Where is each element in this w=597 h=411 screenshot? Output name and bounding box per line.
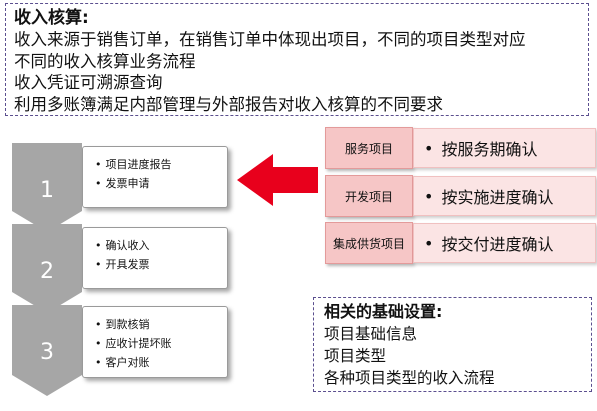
panel-line: 不同的收入核算业务流程 — [14, 51, 196, 71]
project-type-label-dev: 开发项目 — [325, 175, 413, 217]
desc-text: 按实施进度确认 — [441, 188, 554, 207]
step-item: 确认收入 — [95, 236, 227, 255]
step-item: 客户对账 — [95, 353, 227, 372]
panel-line: 收入凭证可溯源查询 — [14, 73, 163, 92]
step-chevron-2 — [12, 224, 82, 313]
step-number-3: 3 — [40, 340, 54, 365]
project-type-desc-service: • 按服务期确认 — [413, 128, 596, 168]
settings-line: 项目类型 — [324, 347, 387, 365]
bullet: • — [424, 186, 434, 206]
step-item: 应收计提坏账 — [95, 334, 227, 353]
basic-settings-panel: 相关的基础设置: 项目基础信息 项目类型 各种项目类型的收入流程 — [313, 297, 592, 392]
step-card-1: 项目进度报告 发票申请 — [82, 146, 228, 208]
project-type-label-service: 服务项目 — [325, 127, 413, 169]
settings-line: 项目基础信息 — [324, 325, 418, 343]
panel-title: 收入核算: — [14, 8, 89, 28]
step-item: 发票申请 — [95, 174, 227, 193]
revenue-accounting-panel: 收入核算: 收入来源于销售订单，在销售订单中体现出项目，不同的项目类型对应 不同… — [5, 3, 589, 116]
panel-line: 利用多账簿满足内部管理与外部报告对收入核算的不同要求 — [14, 94, 443, 114]
step-chevron-1 — [12, 143, 82, 232]
project-type-desc-integration: • 按交付进度确认 — [413, 223, 596, 263]
red-arrow-icon — [237, 154, 318, 206]
step-chevron-3 — [12, 305, 82, 396]
step-card-2: 确认收入 开具发票 — [82, 227, 228, 289]
desc-text: 按交付进度确认 — [441, 235, 554, 254]
settings-title: 相关的基础设置: — [324, 302, 443, 321]
project-type-desc-dev: • 按实施进度确认 — [413, 176, 596, 216]
step-number-1: 1 — [40, 178, 54, 203]
step-item: 到款核销 — [95, 315, 227, 334]
step-card-3: 到款核销 应收计提坏账 客户对账 — [82, 306, 228, 378]
settings-line: 各种项目类型的收入流程 — [324, 369, 495, 387]
step-number-2: 2 — [40, 259, 54, 284]
step-item: 开具发票 — [95, 255, 227, 274]
step-item: 项目进度报告 — [95, 155, 227, 174]
bullet: • — [424, 138, 434, 158]
bullet: • — [424, 233, 434, 253]
desc-text: 按服务期确认 — [441, 140, 538, 159]
panel-line: 收入来源于销售订单，在销售订单中体现出项目，不同的项目类型对应 — [14, 30, 526, 49]
project-type-label-integration: 集成供货项目 — [325, 222, 413, 264]
